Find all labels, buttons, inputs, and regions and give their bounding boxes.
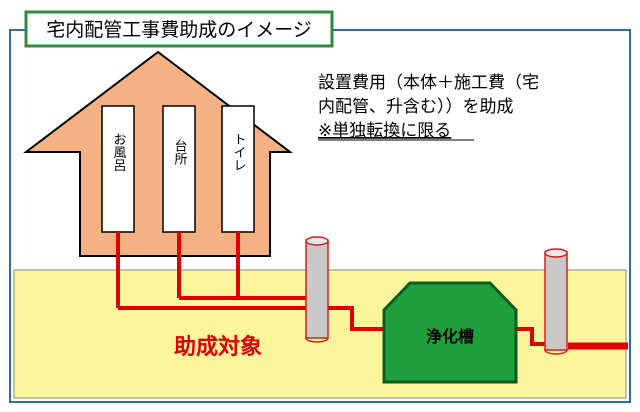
pipe-from-tank	[516, 327, 546, 346]
room-label-toilet: トイレ	[231, 133, 246, 172]
septic-tank-label: 浄化槽	[426, 327, 474, 346]
description-line-2: 内配管、升含む））を助成	[318, 97, 514, 117]
description-note: ※単独転換に限る	[318, 121, 451, 141]
room-label-bath: お風呂	[111, 133, 127, 172]
room-label-kitchen: 台所	[172, 139, 188, 165]
pipe-network	[116, 232, 546, 346]
subsidy-target-label: 助成対象	[174, 334, 262, 360]
description-line-1: 設置費用（本体＋施工費（宅	[318, 73, 539, 93]
diagram-title: 宅内配管工事費助成のイメージ	[46, 19, 312, 41]
title-box	[24, 10, 334, 48]
septic-tank	[382, 281, 518, 384]
room-box-bath	[101, 105, 135, 233]
inspection-pipe-1	[305, 236, 329, 343]
pipe-to-tank	[326, 306, 386, 331]
inspection-pipe-2	[544, 248, 568, 355]
room-box-kitchen	[162, 105, 196, 233]
